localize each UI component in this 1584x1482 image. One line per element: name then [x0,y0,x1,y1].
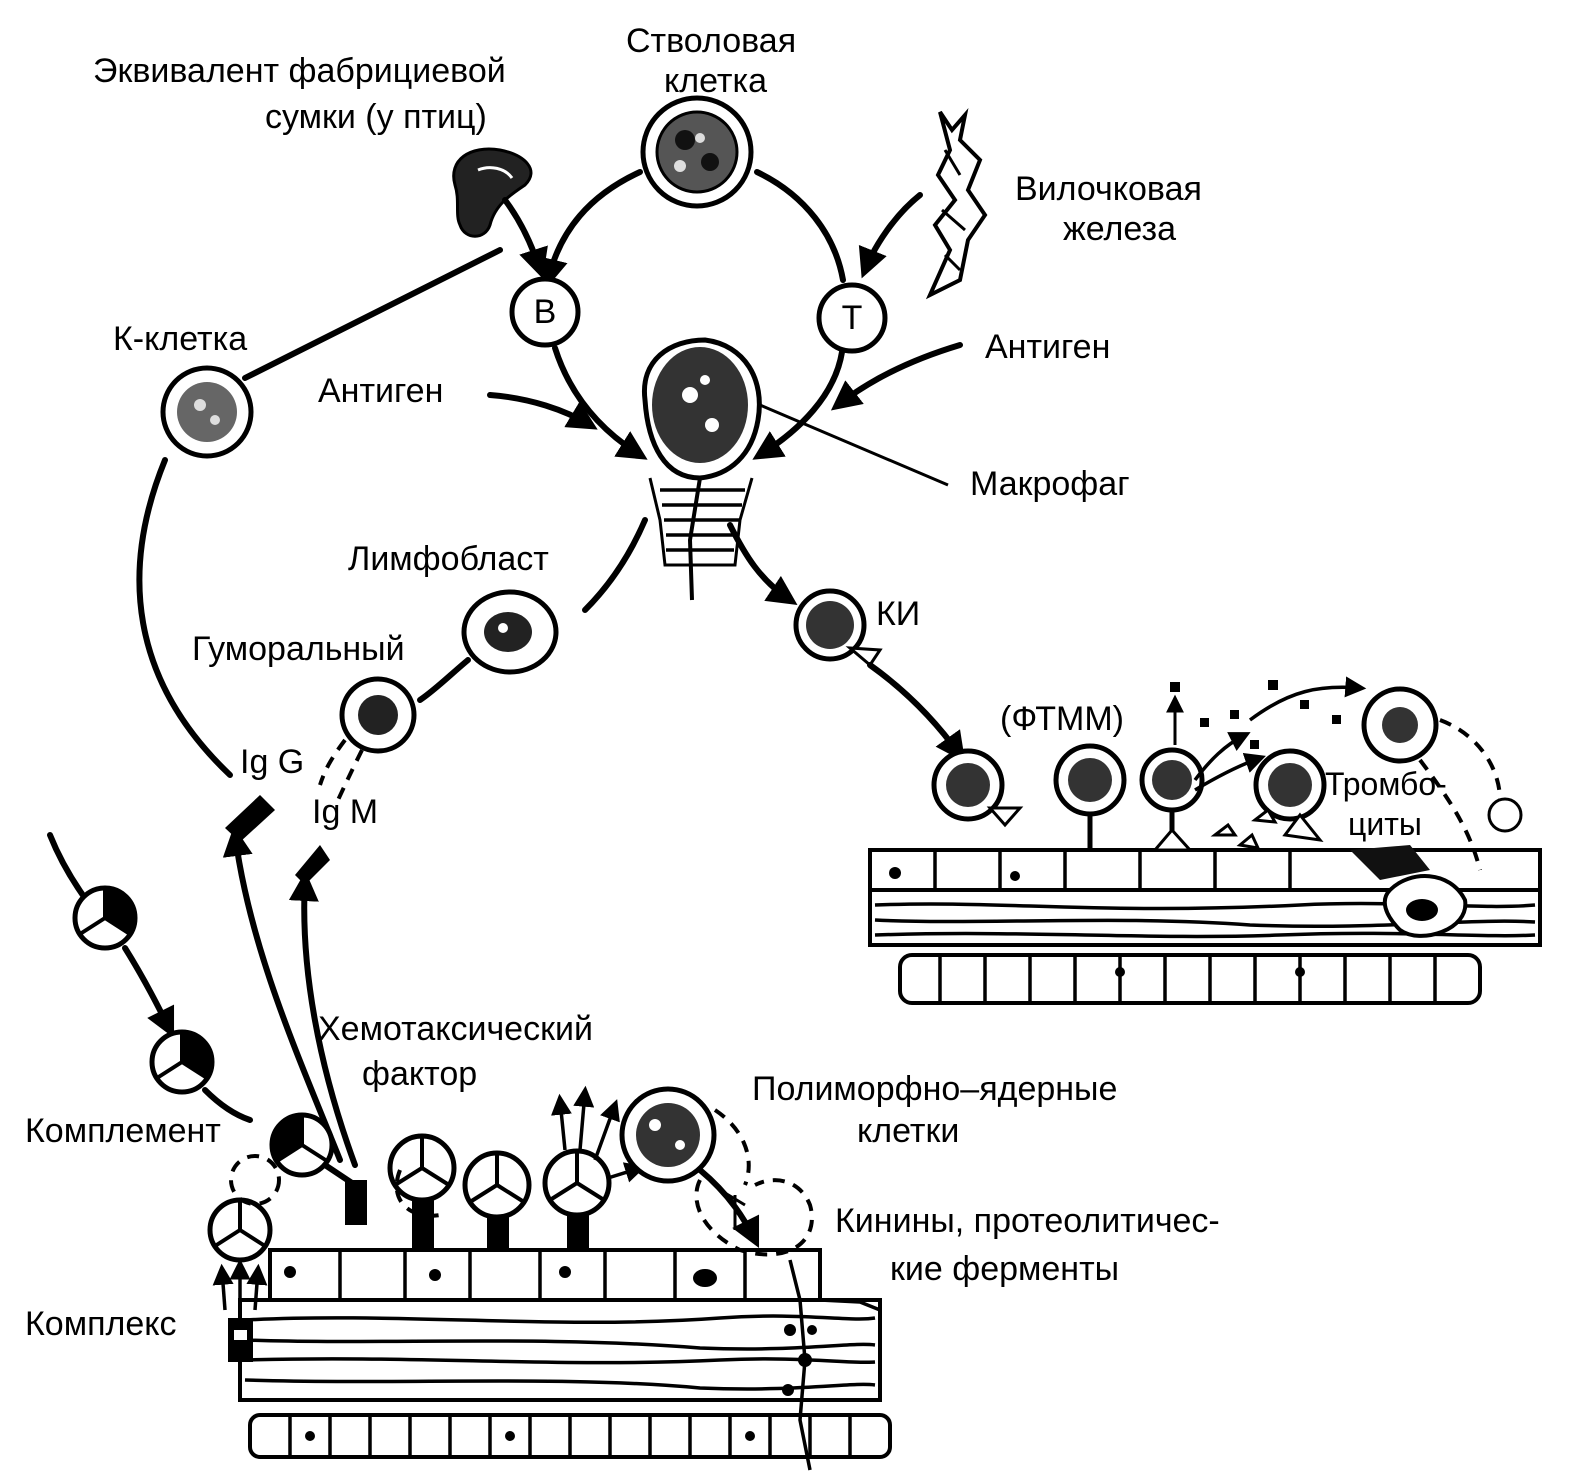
antigen-right-label: Антиген [985,328,1110,366]
platelet-cell [1361,686,1523,871]
macrophage [641,337,762,601]
clot-shapes [1350,845,1468,938]
chemotactic-label-line1: Хемотаксический [318,1010,593,1048]
thymus-label-line1: Вилочковая [1015,170,1202,208]
bursa-organ-icon [452,147,533,238]
lymphoblast-label: Лимфобласт [348,540,549,578]
mediator-particles [1166,676,1367,850]
bursa-label-line2: сумки (у птиц) [265,98,487,136]
igm-label: Ig M [312,793,378,831]
complement-molecule-icon [269,1112,335,1178]
k-cell-label: К-клетка [113,320,247,358]
stem-cell-label-line1: Стволовая [626,22,796,60]
polymorphonuclear-cell [619,1086,814,1257]
ftmm-label: (ФТММ) [1000,700,1124,738]
b-lymphocyte: B [509,276,581,348]
bursa-label-line1: Эквивалент фабрициевой [93,52,506,90]
humoral-cell [339,676,417,754]
thymus-label-line2: железа [1063,210,1176,248]
ftmm-cell-1 [931,748,1024,828]
t-letter: T [842,299,863,337]
ftmm-cell-3 [1139,747,1205,852]
platelets-label-line2: циты [1348,806,1422,842]
complex-block [228,1318,253,1362]
complement-molecule-icon [149,1029,215,1095]
polymorph-label-line2: клетки [857,1112,959,1150]
complement-receptor-3 [542,1085,647,1250]
polymorph-label-line1: Полиморфно–ядерные [752,1070,1117,1108]
bottom-tissue [238,1248,892,1471]
lymphoblast [461,589,559,675]
complement-receptor-2 [462,1150,532,1250]
kinins-label-line1: Кинины, протеолитичес- [835,1202,1220,1240]
stem-cell-label-line2: клетка [664,62,767,100]
chemotactic-label-line2: фактор [362,1055,477,1093]
k-cell [160,365,254,459]
humoral-label: Гуморальный [192,630,405,668]
complex-label: Комплекс [25,1305,177,1343]
ftmm-cell-2 [1053,743,1127,850]
t-lymphocyte: T [816,282,888,354]
complement-receptor-1 [387,1133,457,1250]
complement-molecule-icon [72,885,138,951]
stem-cell [640,95,754,209]
ki-cell [793,588,883,668]
ki-label: КИ [876,595,920,633]
ftmm-cell-4 [1253,748,1327,843]
igg-label: Ig G [240,743,304,781]
complement-molecule-icon [207,1154,281,1263]
thymus-gland-icon [925,107,988,300]
complement-label: Комплемент [25,1112,221,1150]
macrophage-label: Макрофаг [970,465,1130,503]
platelets-label-line1: Тромбо- [1325,766,1447,802]
b-letter: B [534,293,557,331]
antigen-left-label: Антиген [318,372,443,410]
kinins-label-line2: кие ферменты [890,1250,1119,1288]
